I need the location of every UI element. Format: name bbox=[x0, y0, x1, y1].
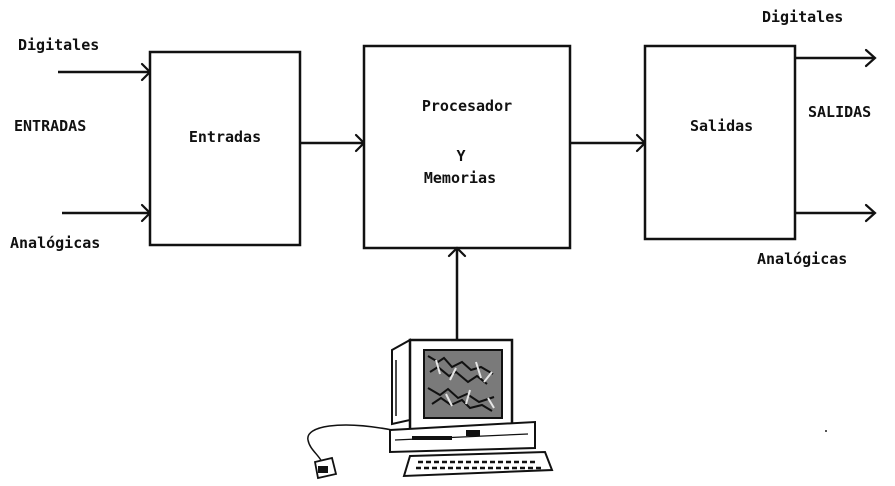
input-group-label: ENTRADAS bbox=[14, 117, 86, 135]
image-speck bbox=[825, 430, 827, 432]
computer-to-procesador-arrow bbox=[449, 248, 465, 340]
procesador-connector-label: Y bbox=[456, 147, 465, 165]
memorias-label: Memorias bbox=[424, 169, 496, 187]
output-group-label: SALIDAS bbox=[808, 103, 871, 121]
output-digital-label: Digitales bbox=[762, 8, 843, 26]
entradas-block-label: Entradas bbox=[189, 128, 261, 146]
input-analog-arrow bbox=[62, 205, 150, 221]
output-analog-arrow bbox=[795, 205, 875, 221]
entradas-block bbox=[150, 52, 300, 245]
salidas-block bbox=[645, 46, 795, 239]
procesador-label: Procesador bbox=[422, 97, 512, 115]
input-analog-label: Analógicas bbox=[10, 234, 100, 252]
input-digital-arrow bbox=[58, 64, 150, 80]
entradas-to-procesador-arrow bbox=[300, 135, 364, 151]
procesador-block bbox=[364, 46, 570, 248]
input-digital-label: Digitales bbox=[18, 36, 99, 54]
computer-terminal-icon bbox=[308, 340, 552, 478]
salidas-block-label: Salidas bbox=[690, 117, 753, 135]
output-analog-label: Analógicas bbox=[757, 250, 847, 268]
procesador-to-salidas-arrow bbox=[570, 135, 645, 151]
output-digital-arrow bbox=[795, 50, 875, 66]
